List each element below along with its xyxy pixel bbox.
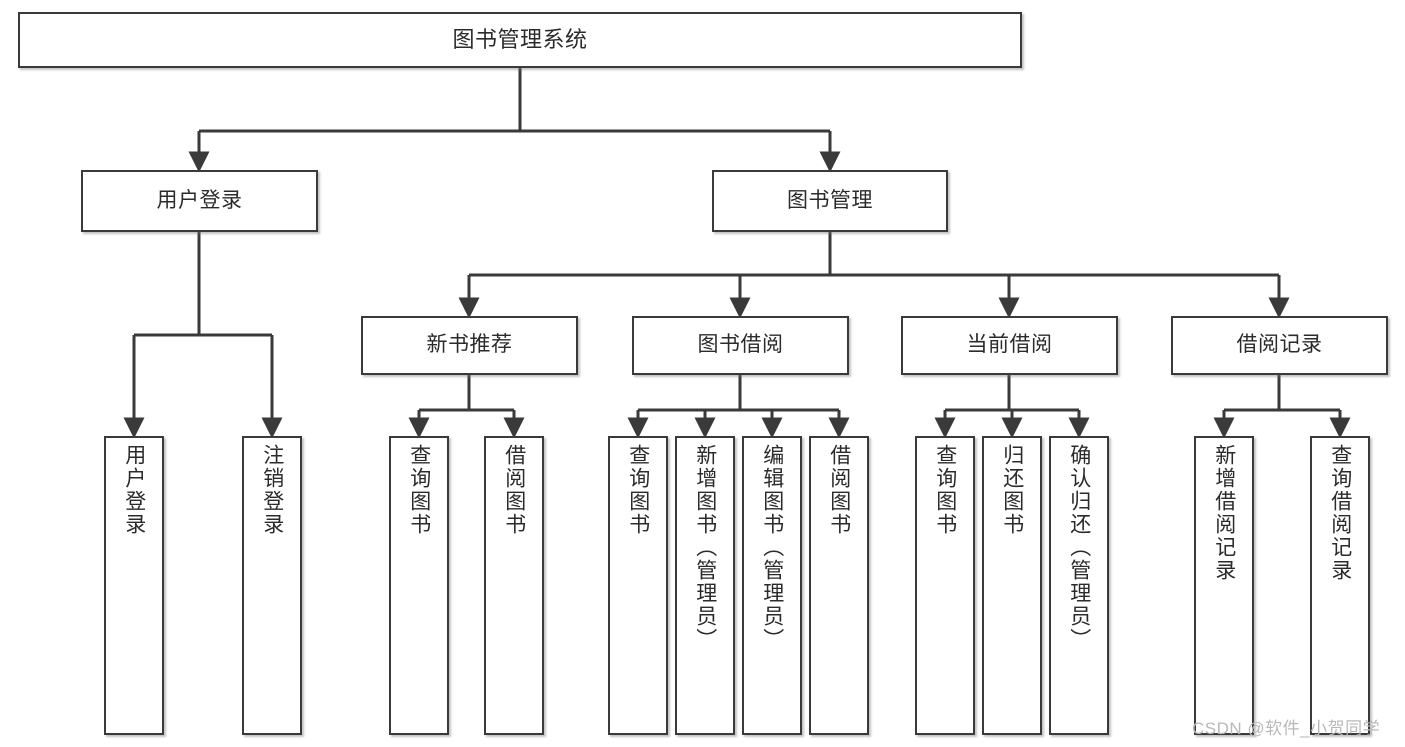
node-leaf-label: 查询图书	[407, 444, 431, 536]
node-leaf[interactable]: 查询图书	[389, 436, 449, 735]
node-leaf[interactable]: 查询图书	[915, 436, 975, 735]
node-leaf-label: 确认归还（管理员）	[1067, 444, 1091, 651]
node-leaf[interactable]: 新增图书（管理员）	[675, 436, 735, 735]
node-current-borrow-label: 当前借阅	[966, 333, 1053, 357]
watermark: CSDN @软件_小贺同学	[1192, 719, 1381, 738]
node-leaf-label: 新增借阅记录	[1212, 444, 1236, 582]
node-leaf[interactable]: 借阅图书	[484, 436, 544, 735]
node-leaf[interactable]: 归还图书	[982, 436, 1042, 735]
node-leaf[interactable]: 确认归还（管理员）	[1049, 436, 1109, 735]
node-borrow-record[interactable]: 借阅记录	[1171, 316, 1388, 375]
node-root[interactable]: 图书管理系统	[18, 12, 1022, 68]
node-leaf[interactable]: 借阅图书	[809, 436, 869, 735]
node-leaf[interactable]: 查询借阅记录	[1310, 436, 1370, 735]
node-new-book-recommend[interactable]: 新书推荐	[361, 316, 578, 375]
node-root-label: 图书管理系统	[452, 27, 588, 53]
node-book-borrow[interactable]: 图书借阅	[632, 316, 849, 375]
node-leaf-label: 归还图书	[1000, 444, 1024, 536]
node-borrow-record-label: 借阅记录	[1236, 333, 1323, 357]
node-leaf-label: 编辑图书（管理员）	[760, 444, 784, 651]
node-leaf-label: 新增图书（管理员）	[693, 444, 717, 651]
node-book-management[interactable]: 图书管理	[712, 170, 948, 232]
node-leaf-label: 注销登录	[260, 444, 284, 536]
node-leaf[interactable]: 用户登录	[104, 436, 164, 735]
node-leaf[interactable]: 新增借阅记录	[1194, 436, 1254, 735]
node-book-borrow-label: 图书借阅	[697, 333, 784, 357]
node-leaf-label: 查询图书	[626, 444, 650, 536]
node-new-book-recommend-label: 新书推荐	[426, 333, 513, 357]
node-book-management-label: 图书管理	[787, 188, 873, 212]
node-leaf[interactable]: 注销登录	[242, 436, 302, 735]
node-leaf-label: 借阅图书	[502, 444, 526, 536]
node-user-login[interactable]: 用户登录	[81, 170, 318, 232]
node-leaf[interactable]: 编辑图书（管理员）	[742, 436, 802, 735]
node-leaf[interactable]: 查询图书	[608, 436, 668, 735]
node-current-borrow[interactable]: 当前借阅	[901, 316, 1118, 375]
node-leaf-label: 查询借阅记录	[1328, 444, 1352, 582]
node-leaf-label: 查询图书	[933, 444, 957, 536]
node-leaf-label: 用户登录	[122, 444, 146, 536]
node-leaf-label: 借阅图书	[827, 444, 851, 536]
node-user-login-label: 用户登录	[156, 188, 243, 212]
